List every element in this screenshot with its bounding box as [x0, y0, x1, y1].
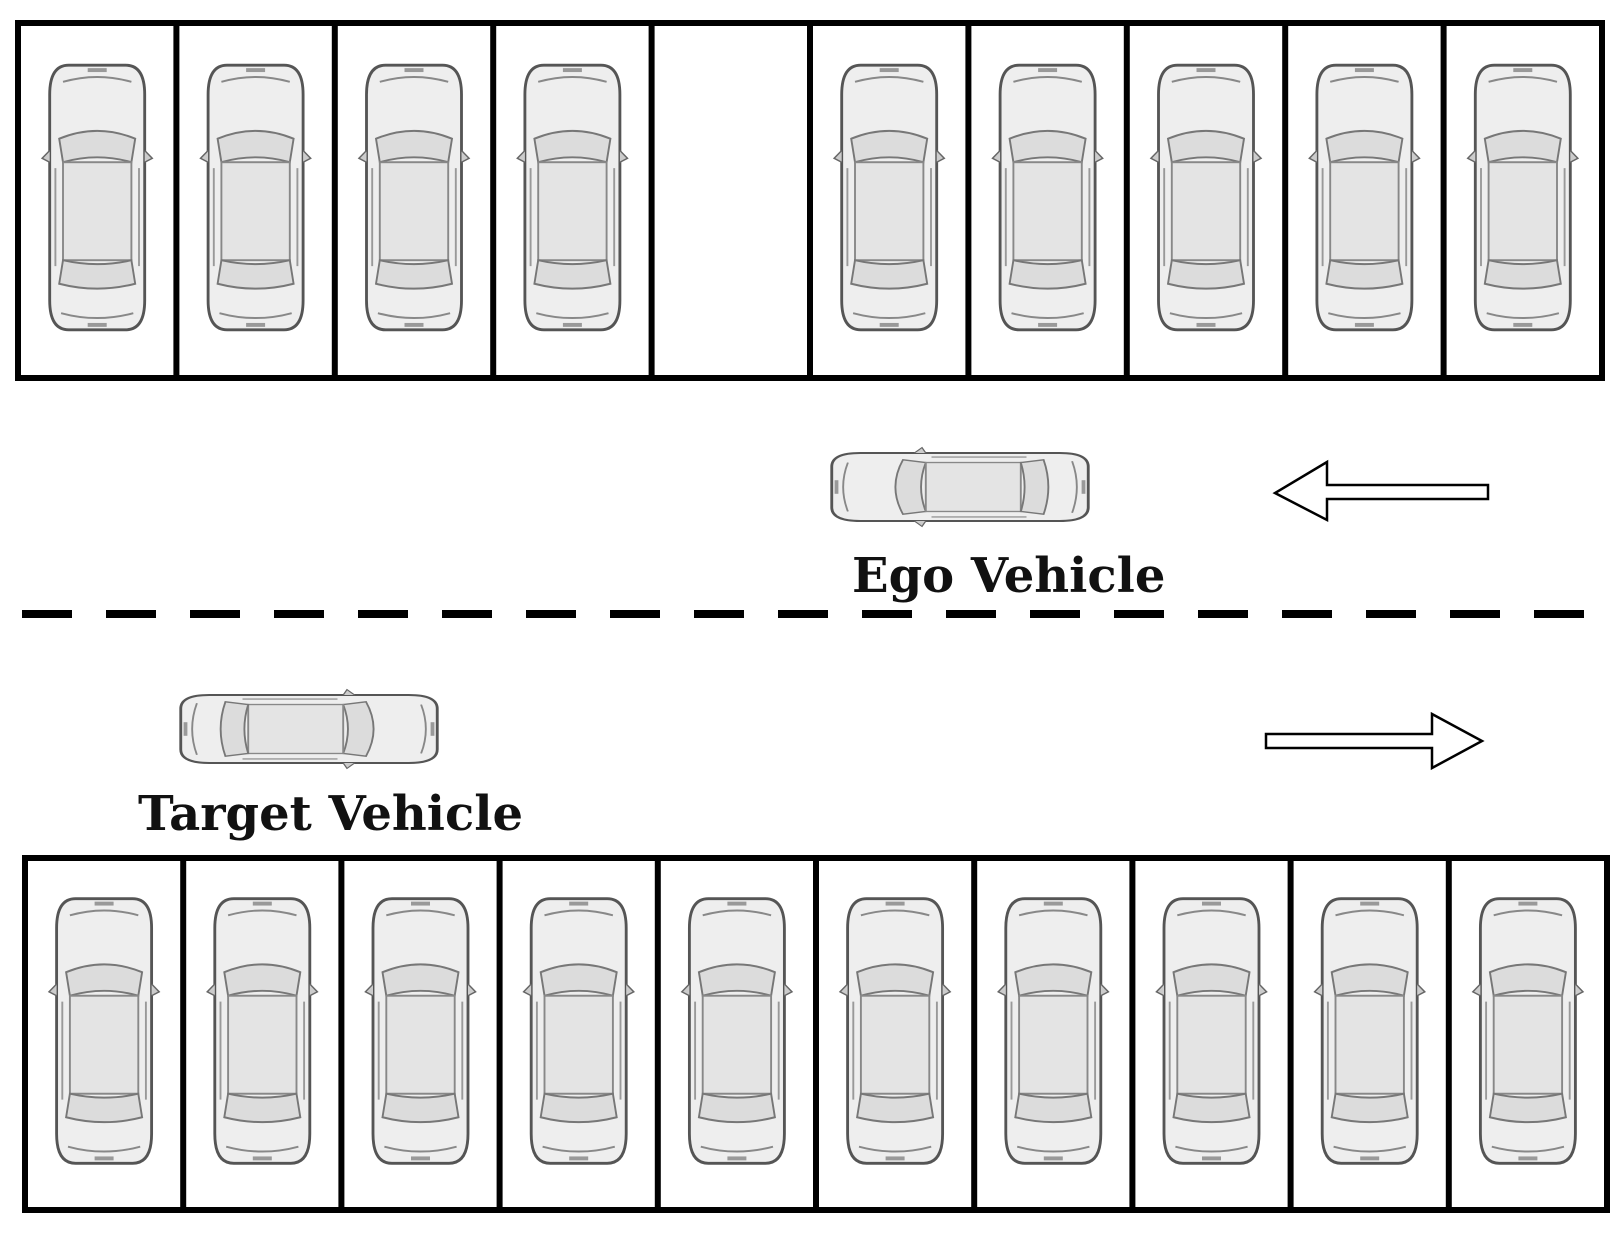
- parked-car: [680, 897, 794, 1165]
- parked-car: [522, 897, 636, 1165]
- lane-dash: [526, 610, 576, 618]
- lane-dash: [694, 610, 744, 618]
- parked-car: [1466, 63, 1580, 332]
- lane-dash: [442, 610, 492, 618]
- right-direction-arrow: [1264, 711, 1485, 771]
- parked-car: [1471, 897, 1585, 1165]
- parked-car: [1154, 897, 1269, 1165]
- left-direction-arrow: [1272, 459, 1490, 523]
- lane-dash: [778, 610, 828, 618]
- ego-vehicle-label: Ego Vehicle: [852, 548, 1166, 604]
- parked-car: [205, 897, 319, 1165]
- parked-car: [838, 897, 952, 1165]
- parked-car: [991, 63, 1105, 332]
- parked-car: [199, 63, 313, 332]
- lane-dash: [1366, 610, 1416, 618]
- lane-dash: [274, 610, 324, 618]
- lane-dash: [862, 610, 912, 618]
- parked-car: [40, 63, 154, 332]
- ego-vehicle: [830, 446, 1090, 528]
- parked-car: [1149, 63, 1263, 332]
- parked-car: [1307, 63, 1421, 332]
- lane-dash: [946, 610, 996, 618]
- lane-dash: [190, 610, 240, 618]
- lane-divider: [22, 610, 1584, 618]
- parked-car: [515, 63, 629, 332]
- lane-dash: [106, 610, 156, 618]
- lane-dash: [1114, 610, 1164, 618]
- parked-car: [357, 63, 471, 332]
- lane-dash: [22, 610, 72, 618]
- top-parking-row: [15, 20, 1605, 381]
- lane-dash: [1534, 610, 1584, 618]
- parked-car: [832, 63, 946, 332]
- lane-dash: [1198, 610, 1248, 618]
- lane-dash: [610, 610, 660, 618]
- lane-dash: [358, 610, 408, 618]
- lane-dash: [1282, 610, 1332, 618]
- parked-car: [1313, 897, 1427, 1165]
- parked-car: [363, 897, 478, 1165]
- lane-dash: [1450, 610, 1500, 618]
- lane-dash: [1030, 610, 1080, 618]
- parked-car: [47, 897, 161, 1165]
- target-vehicle: [179, 688, 439, 770]
- target-vehicle-label: Target Vehicle: [138, 786, 524, 842]
- bottom-parking-row: [22, 855, 1610, 1213]
- parked-car: [996, 897, 1110, 1165]
